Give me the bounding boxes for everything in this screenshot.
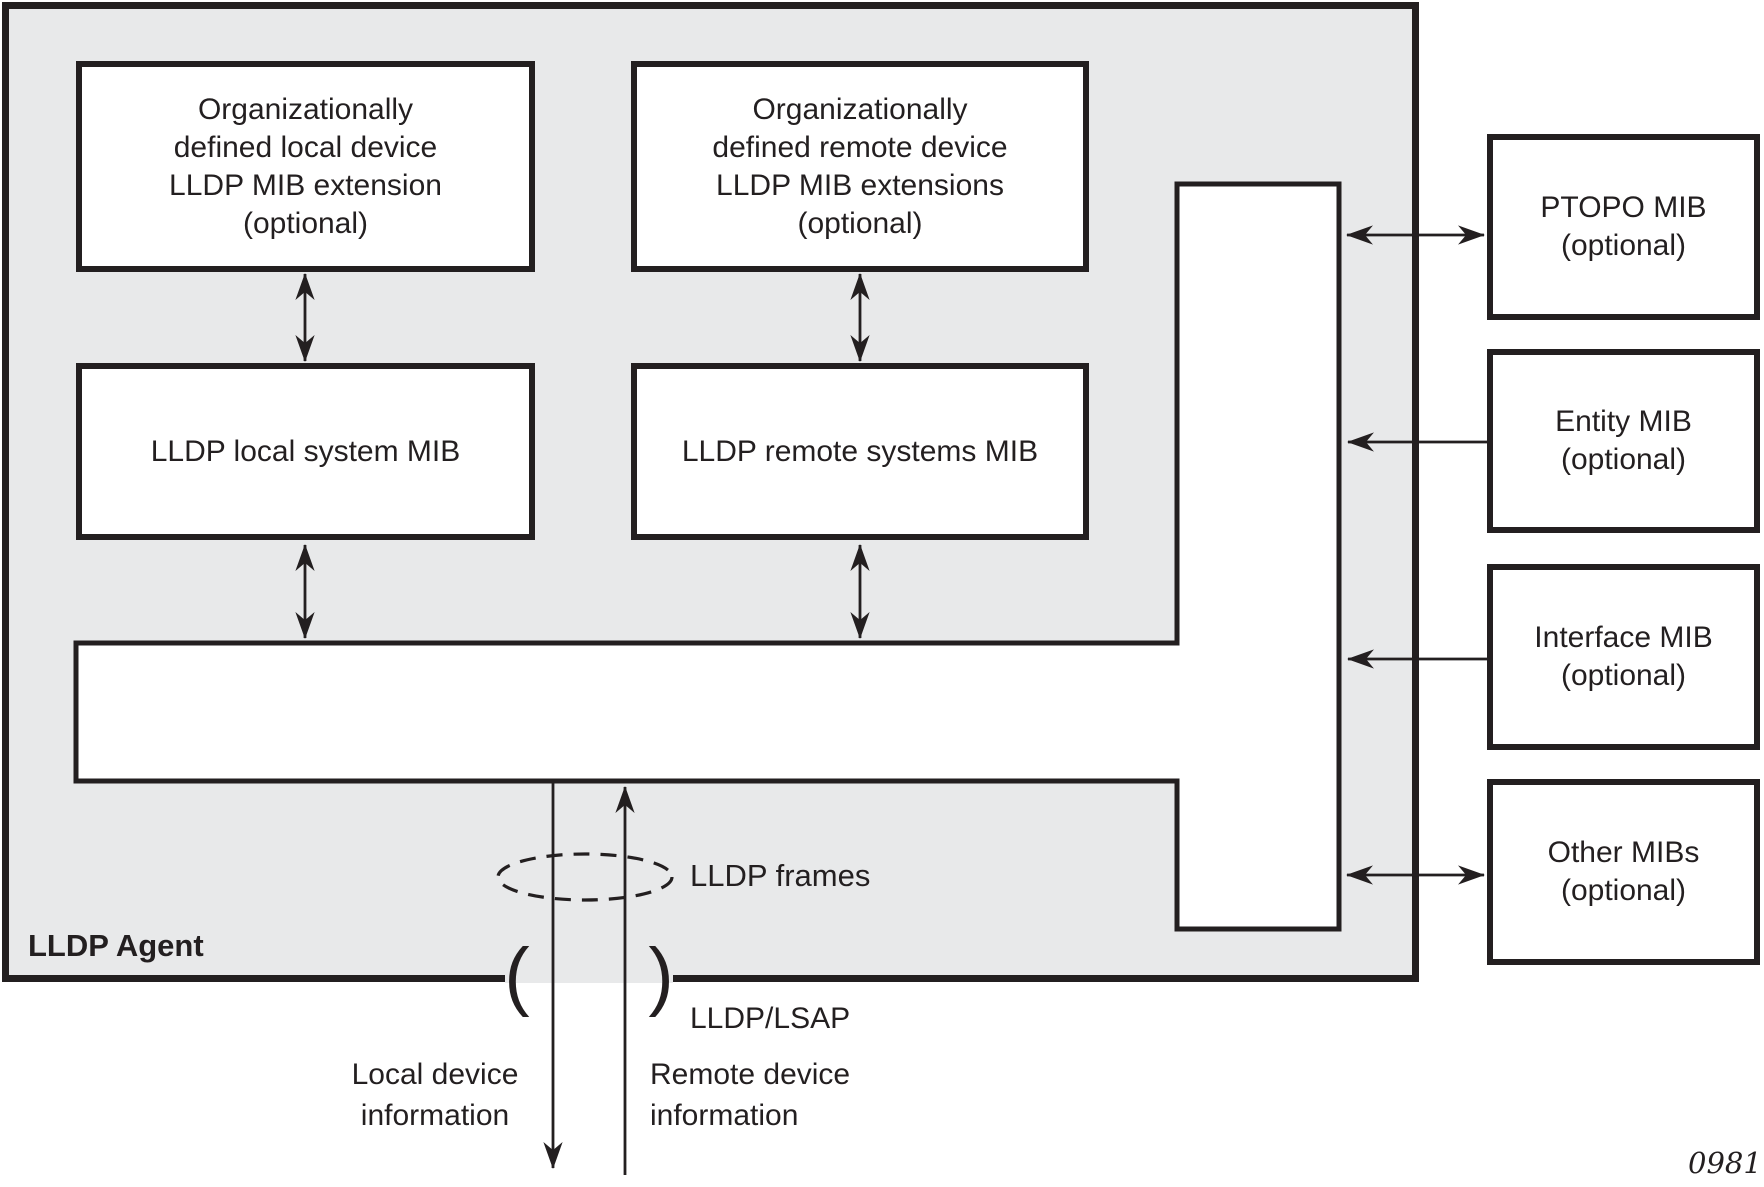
lldp-frames-ellipse [496, 852, 674, 902]
box-lldp-remote-systems-mib-label: LLDP remote systems MIB [681, 434, 1039, 468]
box-other-mibs-label: Other MIBs (optional) [1547, 836, 1700, 907]
box-lldp-local-system-mib-label: LLDP local system MIB [150, 434, 461, 468]
box-org-remote-extensions: Organizationally defined remote device L… [631, 61, 1089, 272]
box-interface-mib-label: Interface MIB (optional) [1534, 621, 1713, 692]
mib-access-bar [73, 181, 1342, 932]
box-entity-mib: Entity MIB (optional) [1487, 349, 1760, 533]
port-open-paren: ( [504, 932, 530, 1018]
lldp-lsap-label: LLDP/LSAP [690, 1002, 851, 1035]
box-org-local-extension-label: Organizationally defined local device LL… [169, 92, 442, 240]
local-device-info-label: Local device information [351, 1058, 519, 1132]
remote-device-info-label: Remote device information [650, 1058, 851, 1132]
box-ptopo-mib-label: PTOPO MIB (optional) [1540, 191, 1707, 262]
box-interface-mib: Interface MIB (optional) [1487, 564, 1760, 750]
lldp-frames-label: LLDP frames [690, 858, 871, 893]
box-entity-mib-label: Entity MIB (optional) [1555, 405, 1692, 476]
box-ptopo-mib: PTOPO MIB (optional) [1487, 134, 1760, 320]
lldp-agent-label: LLDP Agent [28, 928, 204, 963]
port-gap [505, 970, 673, 983]
box-lldp-local-system-mib: LLDP local system MIB [76, 363, 535, 540]
box-org-local-extension: Organizationally defined local device LL… [76, 61, 535, 272]
box-other-mibs: Other MIBs (optional) [1487, 779, 1760, 965]
port-close-paren: ) [648, 932, 674, 1018]
figure-number: 0981 [1688, 1146, 1762, 1180]
box-lldp-remote-systems-mib: LLDP remote systems MIB [631, 363, 1089, 540]
box-org-remote-extensions-label: Organizationally defined remote device L… [712, 92, 1008, 240]
